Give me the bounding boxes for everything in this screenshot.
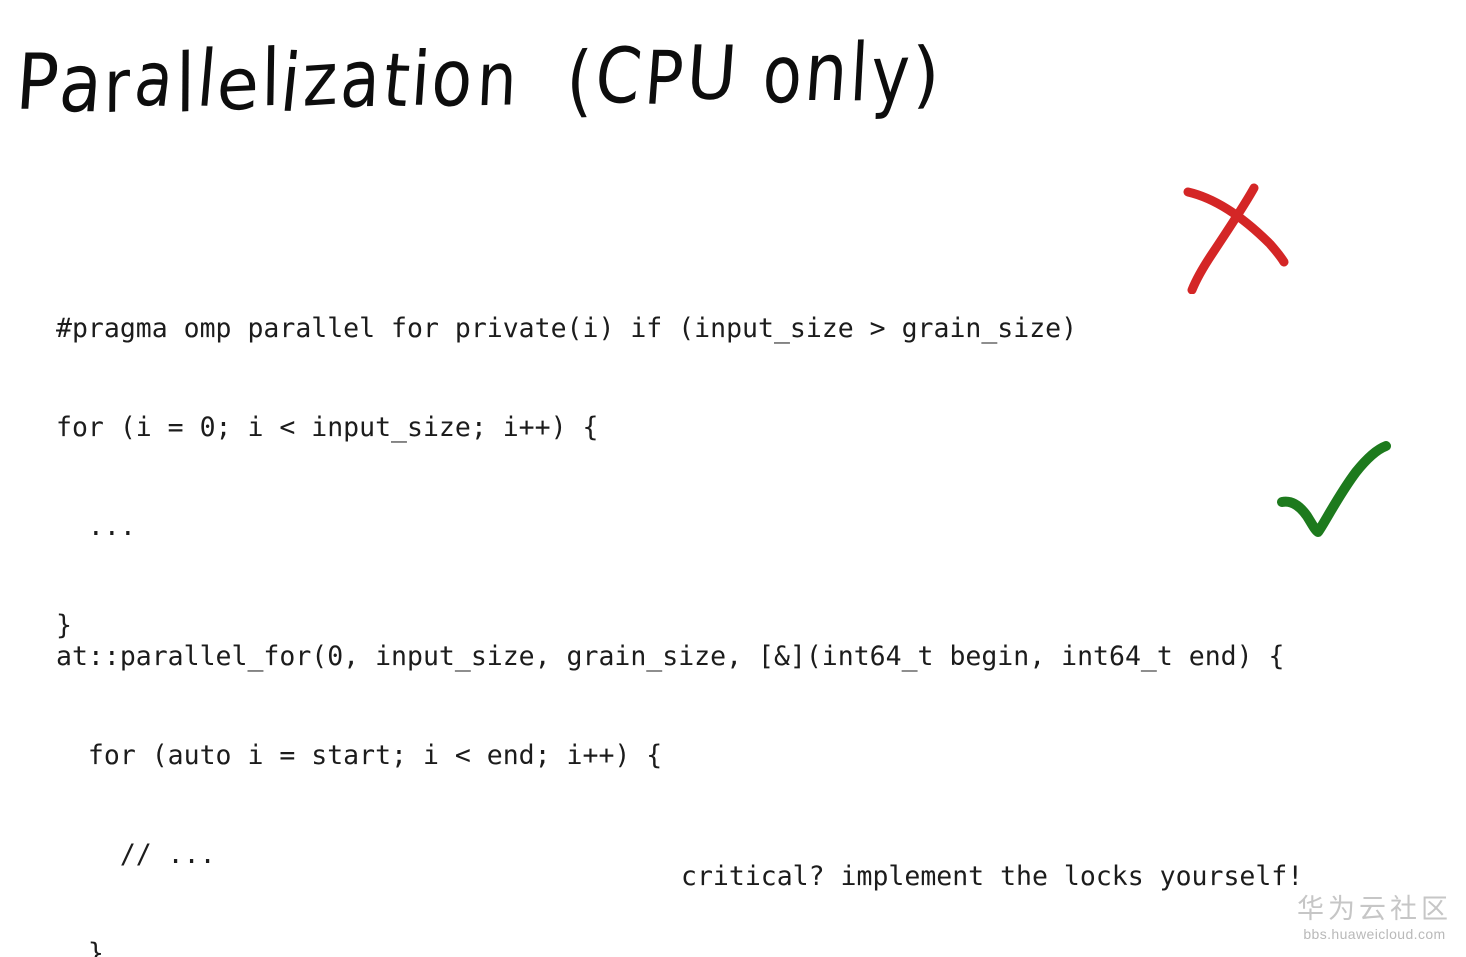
bottom-note: critical? implement the locks yourself! — [681, 861, 1304, 892]
code-line: ... — [56, 511, 136, 542]
code-line: #pragma omp parallel for private(i) if (… — [56, 313, 1078, 344]
code-block-at-parallel-for: at::parallel_for(0, input_size, grain_si… — [56, 574, 1285, 957]
green-check-icon — [1276, 440, 1394, 538]
code-line: } — [56, 938, 104, 957]
code-block-openmp: #pragma omp parallel for private(i) if (… — [56, 246, 1077, 708]
code-line: at::parallel_for(0, input_size, grain_si… — [56, 641, 1285, 672]
watermark: 华为云社区 bbs.huaweicloud.com — [1297, 895, 1452, 943]
red-cross-icon — [1180, 168, 1292, 295]
watermark-url: bbs.huaweicloud.com — [1303, 926, 1446, 942]
code-line: // ... — [56, 839, 216, 870]
code-line: for (i = 0; i < input_size; i++) { — [56, 412, 599, 443]
code-line: } — [56, 610, 72, 641]
watermark-chinese: 华为云社区 — [1297, 894, 1452, 925]
page-title: Parallelization (CPU only) — [13, 24, 941, 132]
code-line: for (auto i = start; i < end; i++) { — [56, 740, 663, 771]
